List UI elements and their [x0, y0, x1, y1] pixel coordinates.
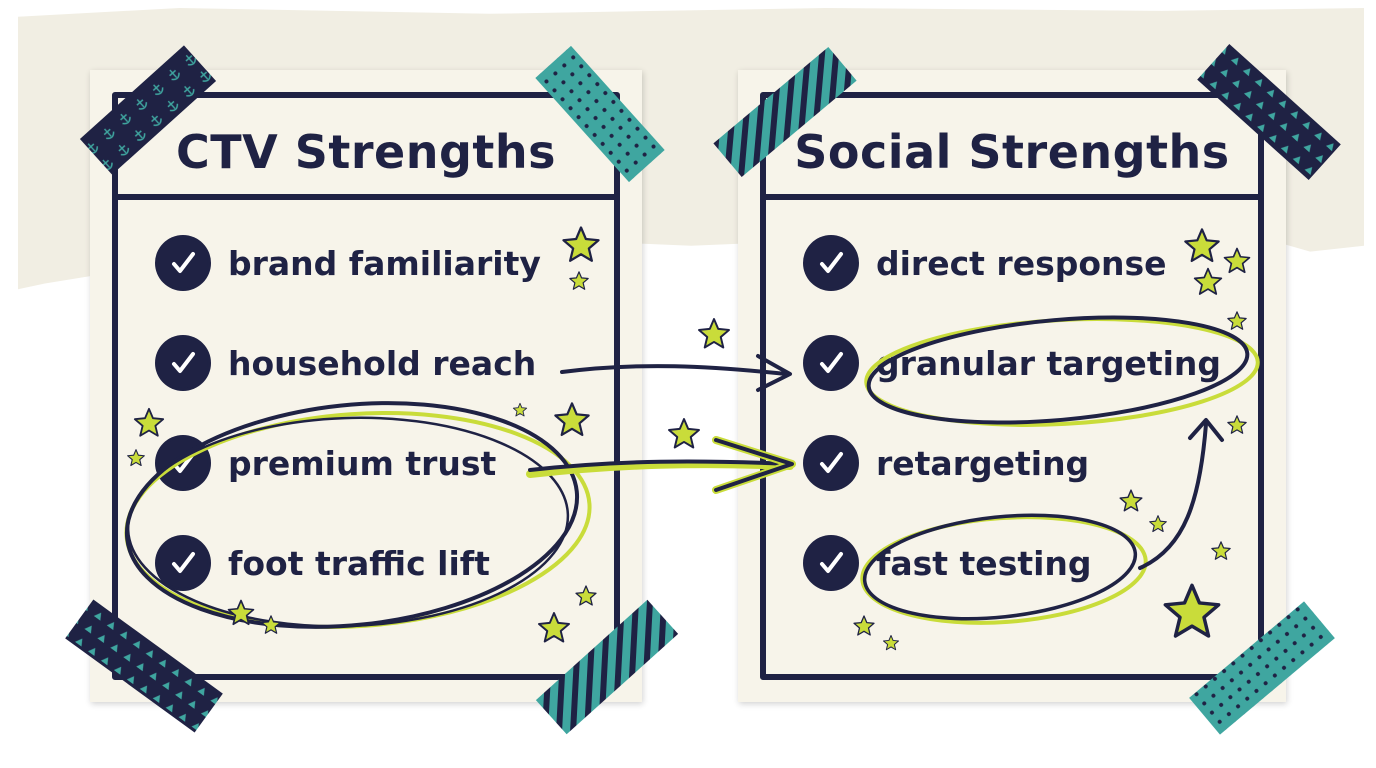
social-item-label: retargeting [876, 443, 1090, 483]
ctv-item-label: brand familiarity [228, 243, 541, 283]
ctv-item-label: household reach [228, 343, 537, 383]
ctv-title-divider [112, 194, 620, 200]
social-item-fast-testing: fast testing [806, 538, 1092, 588]
ctv-item-premium-trust: premium trust [158, 438, 496, 488]
ctv-panel-title: CTV Strengths [175, 125, 557, 179]
washi-tape-teal-dots-bottom [1189, 601, 1335, 735]
ctv-card-frame [112, 92, 620, 680]
ctv-item-label: premium trust [228, 443, 497, 483]
check-circle-icon [806, 538, 856, 588]
check-circle-icon [806, 438, 856, 488]
ctv-item-household-reach: household reach [158, 338, 536, 388]
washi-tape-stripes [713, 46, 857, 178]
washi-tape-navy-dots [65, 599, 223, 733]
social-title-divider [760, 194, 1264, 200]
social-item-granular-targeting: granular targeting [806, 338, 1221, 388]
ctv-item-brand-familiarity: brand familiarity [158, 238, 541, 288]
washi-tape-teal-dots [535, 45, 665, 183]
social-panel-title: Social Strengths [794, 125, 1230, 179]
star-icon [698, 318, 730, 349]
washi-tape-anchor [79, 45, 217, 175]
social-item-retargeting: retargeting [806, 438, 1089, 488]
social-item-label: fast testing [876, 543, 1092, 583]
washi-tape-triangles [1197, 43, 1341, 181]
check-circle-icon [158, 238, 208, 288]
check-circle-icon [806, 338, 856, 388]
check-circle-icon [158, 338, 208, 388]
social-item-label: direct response [876, 243, 1167, 283]
social-item-direct-response: direct response [806, 238, 1167, 288]
star-icon [668, 418, 700, 449]
check-circle-icon [806, 238, 856, 288]
washi-tape-stripes-bottom [535, 599, 679, 735]
social-item-label: granular targeting [876, 343, 1222, 383]
check-circle-icon [158, 438, 208, 488]
ctv-item-label: foot traffic lift [228, 543, 490, 583]
